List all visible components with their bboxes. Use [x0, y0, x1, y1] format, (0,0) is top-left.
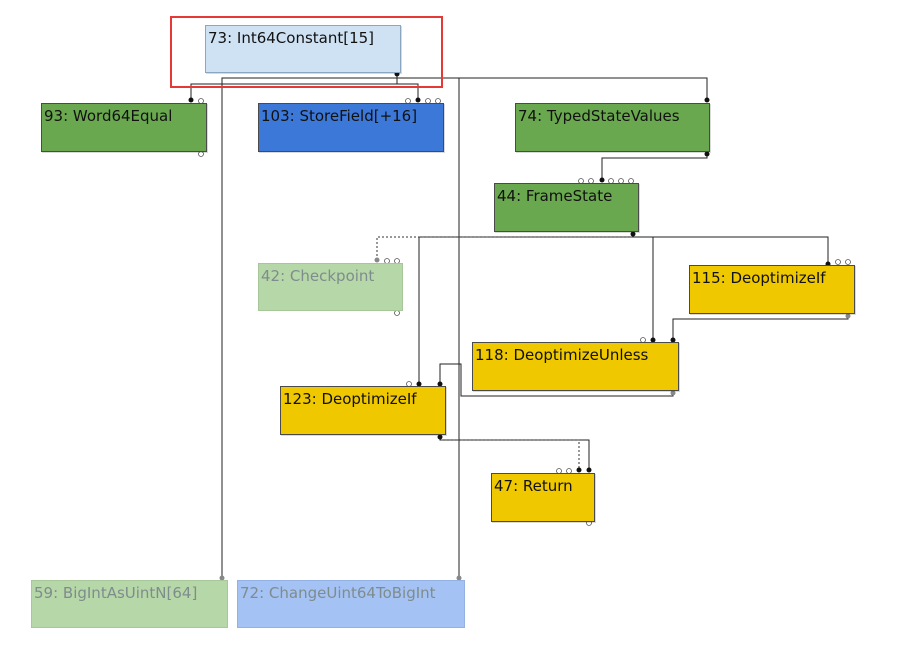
node-115-deoptimizeif[interactable]: 115: DeoptimizeIf — [689, 265, 855, 314]
node-label: 73: Int64Constant[15] — [208, 29, 375, 47]
node-label: 42: Checkpoint — [261, 267, 375, 285]
edge-123-47 — [439, 437, 590, 468]
edge-73-103 — [396, 74, 419, 98]
node-label: 59: BigIntAsUintN[64] — [34, 584, 198, 602]
node-47-return[interactable]: 47: Return — [491, 473, 595, 522]
node-label: 115: DeoptimizeIf — [692, 269, 826, 287]
node-label: 123: DeoptimizeIf — [283, 390, 417, 408]
edge-44-115 — [632, 234, 829, 262]
edge-44-42 — [376, 234, 634, 258]
node-label: 118: DeoptimizeUnless — [475, 346, 649, 364]
node-label: 74: TypedStateValues — [518, 107, 680, 125]
node-label: 103: StoreField[+16] — [261, 107, 418, 125]
node-59-bigintasuintn[interactable]: 59: BigIntAsUintN[64] — [31, 580, 228, 628]
node-74-typedstatevalues[interactable]: 74: TypedStateValues — [515, 103, 710, 152]
node-123-deoptimizeif[interactable]: 123: DeoptimizeIf — [280, 386, 446, 435]
node-42-checkpoint[interactable]: 42: Checkpoint — [258, 263, 403, 311]
node-72-changeuint64tobigint[interactable]: 72: ChangeUint64ToBigInt — [237, 580, 465, 628]
edge-74-44 — [601, 154, 708, 178]
node-label: 47: Return — [494, 477, 573, 495]
edge-123-47-effect — [439, 437, 580, 468]
node-93-word64equal[interactable]: 93: Word64Equal — [41, 103, 207, 152]
node-label: 44: FrameState — [497, 187, 613, 205]
selection-highlight — [170, 16, 443, 88]
node-118-deoptimizeunless[interactable]: 118: DeoptimizeUnless — [472, 342, 679, 391]
node-103-storefield[interactable]: 103: StoreField[+16] — [258, 103, 444, 152]
node-73-int64constant[interactable]: 73: Int64Constant[15] — [205, 25, 401, 73]
edge-44-118 — [632, 234, 654, 338]
node-44-framestate[interactable]: 44: FrameState — [494, 183, 639, 232]
node-label: 72: ChangeUint64ToBigInt — [240, 584, 436, 602]
node-label: 93: Word64Equal — [44, 107, 173, 125]
edge-115-118 — [672, 316, 849, 338]
